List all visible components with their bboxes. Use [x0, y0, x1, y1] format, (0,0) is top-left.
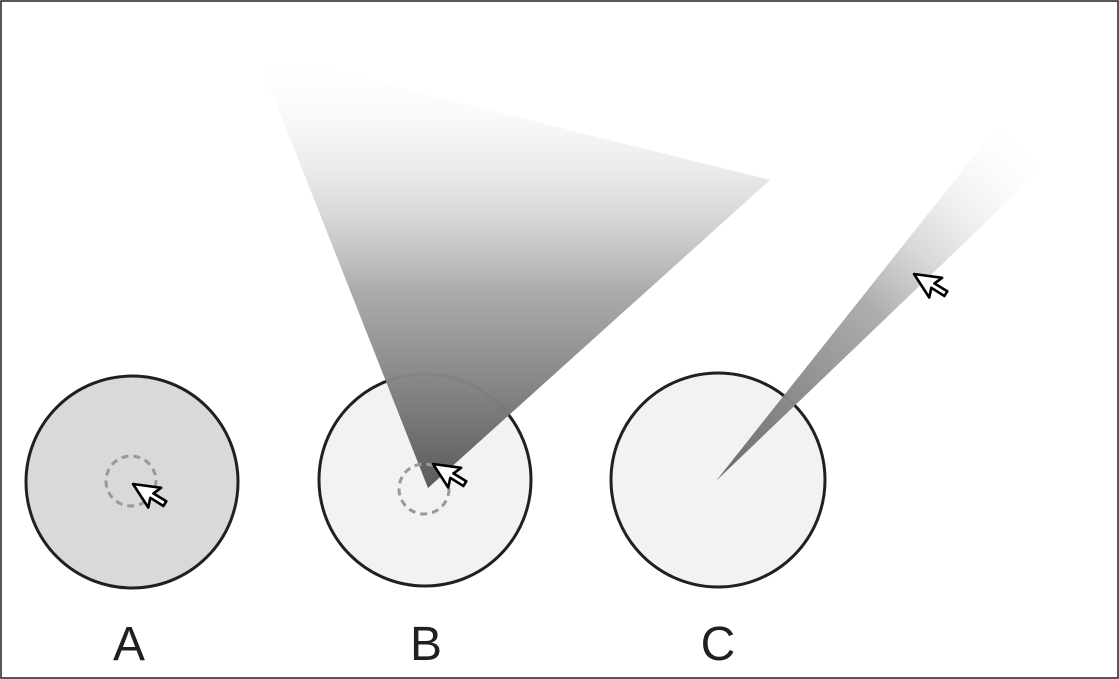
panel-c-cone [716, 122, 1053, 481]
panel-b [256, 52, 770, 588]
panel-b-cone [256, 52, 770, 488]
panel-a-label: A [113, 618, 145, 671]
panel-c-label: C [701, 618, 736, 671]
dashed-circle-icon [104, 454, 158, 508]
panel-b-label: B [410, 618, 442, 671]
panel-a-circle [24, 374, 240, 590]
panel-a [24, 374, 240, 590]
dashed-circle-icon [397, 462, 451, 516]
panel-c [609, 122, 1053, 589]
